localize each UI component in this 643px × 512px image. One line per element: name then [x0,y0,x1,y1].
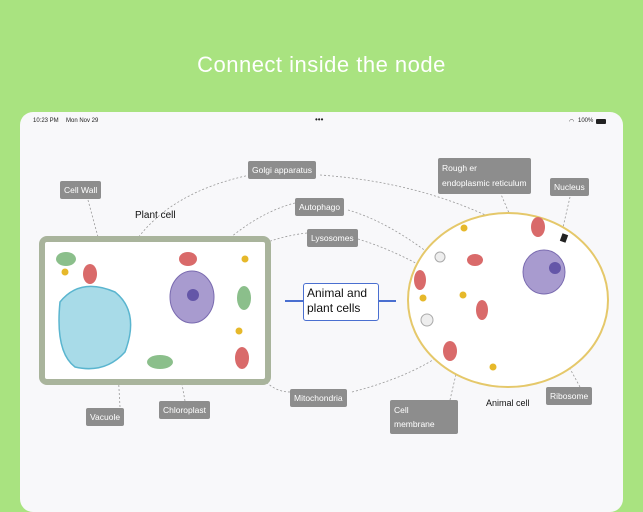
page-headline: Connect inside the node [197,52,446,77]
label-cell-membrane[interactable]: Cell membrane [390,400,458,434]
label-rough-er-line1: Rough er [442,163,477,173]
label-chloroplast[interactable]: Chloroplast [159,401,210,419]
plant-cell-caption: Plant cell [135,210,176,221]
ipad-screen: 10:23 PM Mon Nov 29 ••• ◠ 100% Golgi app… [20,112,623,512]
cell-diagram [39,174,609,408]
label-cell-wall[interactable]: Cell Wall [60,181,102,199]
label-ribosome[interactable]: Ribosome [546,387,593,405]
label-autophago[interactable]: Autophago [295,198,345,216]
label-lysosomes[interactable]: Lysosomes [307,229,358,247]
node-connector-left [285,300,303,302]
animal-cell-membrane [407,212,609,388]
label-golgi[interactable]: Golgi apparatus [248,161,317,179]
animal-nucleus [522,249,566,295]
battery-level: 100% [578,118,594,124]
vacuole-shape [58,285,132,370]
central-node[interactable]: Animal and plant cells [303,283,379,321]
central-node-line1: Animal and [307,286,368,300]
label-vacuole[interactable]: Vacuole [86,408,125,426]
central-node-line2: plant cells [307,301,361,315]
status-time: 10:23 PM [33,118,59,124]
label-rough-er[interactable]: Rough er endoplasmic reticulum [438,158,531,194]
multitask-dots[interactable]: ••• [315,115,324,124]
label-mitochondria[interactable]: Mitochondria [290,389,347,407]
label-nucleus[interactable]: Nucleus [550,178,589,196]
battery-icon [596,119,606,124]
label-cell-membrane-line2: membrane [394,419,435,429]
label-cell-membrane-line1: Cell [394,405,409,415]
animal-cell-caption: Animal cell [486,398,530,408]
wifi-icon: ◠ [569,119,575,125]
node-connector-right [378,300,396,302]
label-rough-er-line2: endoplasmic reticulum [442,178,527,188]
status-date: Mon Nov 29 [66,118,99,124]
